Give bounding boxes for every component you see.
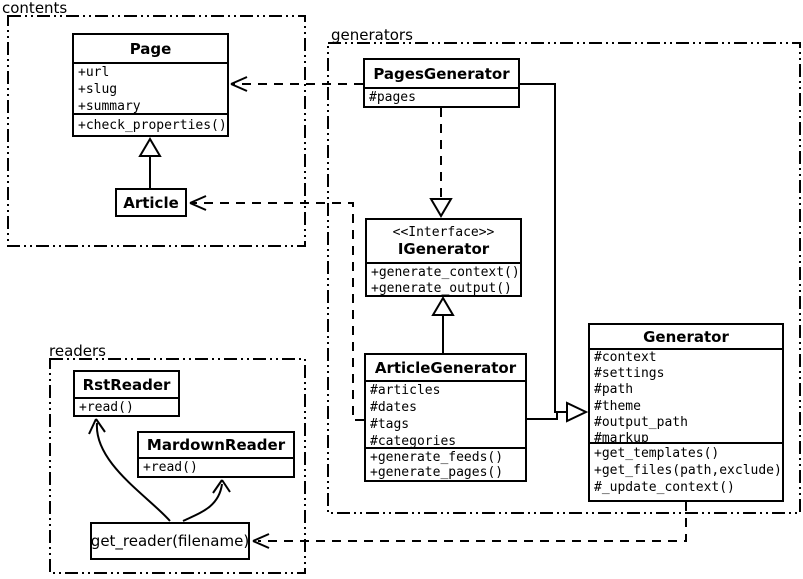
class-generator: Generator #context #settings #path #them… — [588, 323, 784, 502]
dependency-articlegenerator-to-article — [189, 195, 364, 421]
class-page: Page +url +slug +summary +check_properti… — [72, 33, 229, 137]
uml-method: +generate_pages() — [370, 465, 504, 480]
uml-attribute: #markup — [594, 431, 649, 442]
inheritance-articlegenerator-to-igenerator — [431, 296, 455, 353]
class-page-methods: +check_properties() — [74, 112, 227, 135]
uml-attribute: +url — [78, 65, 110, 80]
class-pagesgenerator-attributes: #pages — [365, 87, 518, 106]
dependency-generator-to-getreader — [252, 502, 687, 549]
readers-package-border — [49, 358, 306, 574]
class-generator-methods: +get_templates() +get_files(path,exclude… — [590, 442, 782, 500]
uml-attribute: #settings — [594, 366, 665, 382]
realization-pagesgenerator-to-igenerator — [429, 108, 453, 218]
class-mardownreader-name: MardownReader — [146, 436, 286, 454]
uml-attribute: +summary — [78, 99, 141, 113]
class-pagesgenerator: PagesGenerator #pages — [363, 58, 520, 108]
uml-method: #_update_context() — [594, 480, 735, 495]
class-mardownreader-methods: +read() — [139, 457, 293, 476]
uml-attribute: #articles — [370, 383, 441, 398]
uml-attribute: #categories — [370, 434, 457, 447]
uml-method: +check_properties() — [78, 117, 227, 133]
class-articlegenerator: ArticleGenerator #articles #dates #tags … — [364, 353, 527, 482]
uml-method: +get_templates() — [594, 446, 720, 461]
uml-attribute: #dates — [370, 400, 417, 415]
contents-package-border — [7, 15, 306, 247]
package-label-contents: contents — [2, 0, 68, 17]
package-label-generators: generators — [331, 26, 413, 44]
uml-attribute: +slug — [78, 82, 118, 97]
uml-method: +read() — [143, 460, 198, 475]
uml-method: +read() — [79, 400, 134, 415]
class-articlegenerator-name: ArticleGenerator — [374, 358, 517, 377]
uml-method: +generate_context() — [371, 265, 520, 280]
function-get-reader: get_reader(filename) — [90, 522, 250, 560]
inheritance-articlegenerator-to-generator — [527, 401, 589, 423]
uml-attribute: #output_path — [594, 414, 688, 430]
uml-attribute: #path — [594, 382, 634, 398]
uml-method: +get_files(path,exclude) — [594, 463, 782, 478]
package-label-readers: readers — [49, 342, 106, 360]
uml-attribute: #theme — [594, 398, 641, 414]
class-generator-name: Generator — [643, 327, 729, 346]
uml-attribute: #tags — [370, 417, 410, 432]
class-rstreader-name: RstReader — [82, 375, 171, 394]
uml-attribute: #context — [594, 350, 657, 365]
association-getreader-to-rstreader — [88, 418, 171, 522]
inheritance-pagesgenerator-to-generator — [520, 83, 567, 413]
interface-igenerator-methods: +generate_context() +generate_output() — [367, 262, 520, 295]
class-articlegenerator-attributes: #articles #dates #tags #categories — [366, 380, 525, 447]
function-get-reader-label: get_reader(filename) — [90, 532, 250, 550]
interface-igenerator: <<Interface>> IGenerator +generate_conte… — [365, 218, 522, 297]
class-generator-attributes: #context #settings #path #theme #output_… — [590, 348, 782, 442]
interface-igenerator-name: IGenerator — [397, 239, 490, 258]
class-page-attributes: +url +slug +summary — [74, 62, 227, 113]
class-article: Article — [115, 188, 187, 217]
interface-stereotype: <<Interface>> — [392, 224, 495, 240]
inheritance-article-to-page — [138, 137, 162, 188]
uml-method: +generate_feeds() — [370, 450, 504, 465]
generators-package-border — [327, 42, 801, 514]
class-page-name: Page — [129, 39, 172, 58]
class-rstreader-methods: +read() — [75, 397, 178, 415]
dependency-pagesgenerator-to-page — [230, 76, 363, 92]
class-article-name: Article — [123, 193, 179, 212]
interface-igenerator-header: <<Interface>> IGenerator — [367, 220, 520, 262]
association-getreader-to-mardownreader — [182, 479, 231, 522]
uml-attribute: #pages — [369, 90, 416, 105]
uml-method: +generate_output() — [371, 281, 512, 295]
class-mardownreader: MardownReader +read() — [137, 431, 295, 478]
class-rstreader: RstReader +read() — [73, 370, 180, 417]
class-pagesgenerator-name: PagesGenerator — [373, 64, 510, 83]
class-articlegenerator-methods: +generate_feeds() +generate_pages() — [366, 447, 525, 480]
